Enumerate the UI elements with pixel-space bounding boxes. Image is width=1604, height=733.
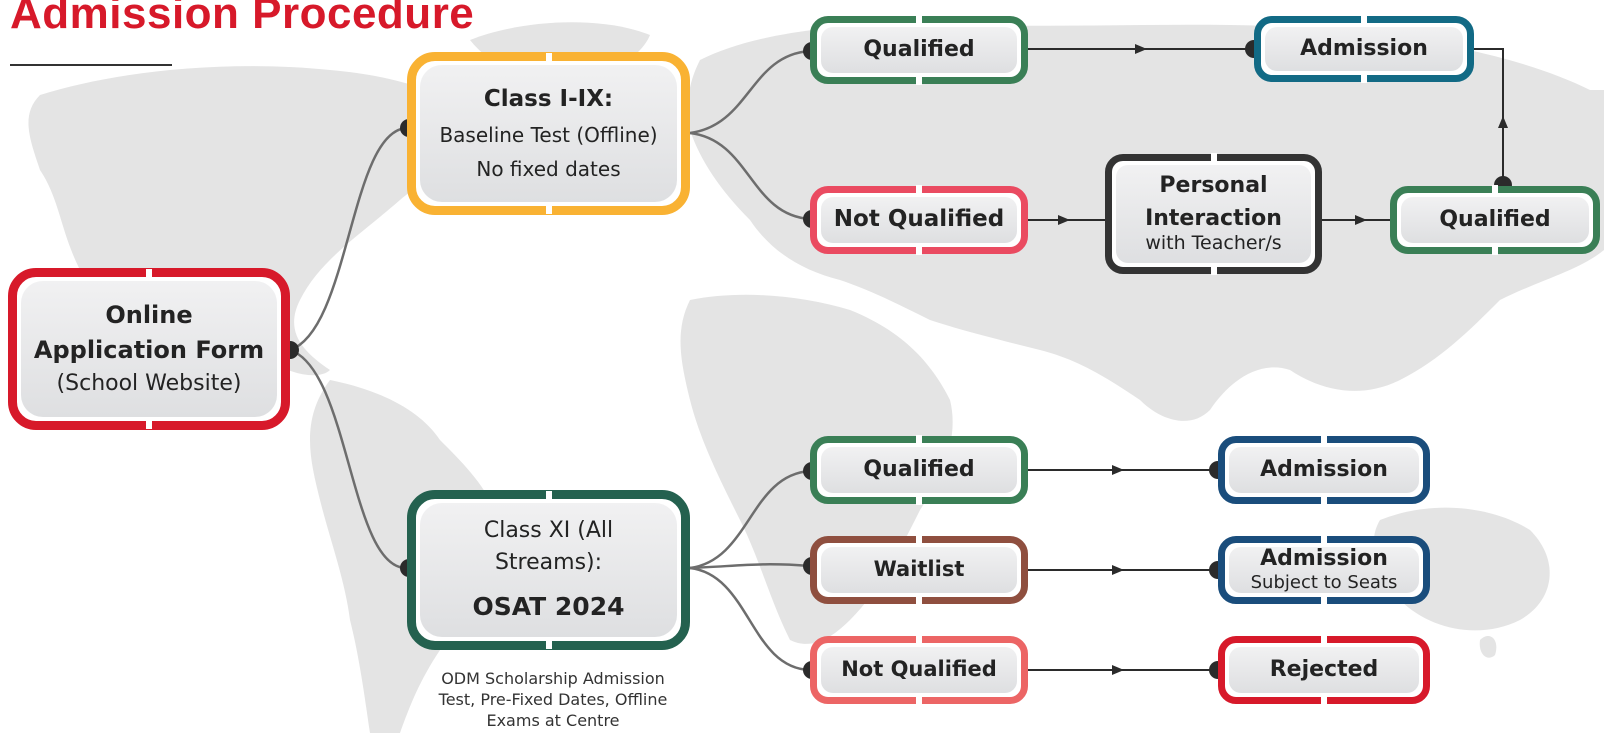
node-line-2: Baseline Test (Offline) — [439, 123, 658, 148]
node-line-1: Admission — [1260, 546, 1388, 572]
page-title: Admission Procedure — [10, 0, 475, 38]
caption-line-3: Exams at Centre — [486, 711, 620, 730]
node-label: Rejected — [1269, 656, 1379, 682]
caption-line-2: Test, Pre-Fixed Dates, Offline — [438, 690, 668, 709]
title-underline — [10, 64, 172, 66]
xi-admission-subject-to-seats-node: Admission Subject to Seats — [1218, 535, 1430, 605]
top-admission-node: Admission — [1254, 15, 1474, 83]
xi-admission-node: Admission — [1218, 435, 1430, 505]
node-label: Qualified — [863, 456, 975, 482]
xi-not-qualified-node: Not Qualified — [810, 635, 1028, 705]
top-not-qualified-node: Not Qualified — [810, 185, 1028, 255]
node-label: Qualified — [863, 36, 975, 62]
node-label: Qualified — [1439, 206, 1551, 232]
node-label: Admission — [1260, 456, 1388, 482]
node-line-3: with Teacher/s — [1145, 231, 1282, 254]
node-line-1: Class XI (All — [483, 517, 614, 543]
node-label: Not Qualified — [841, 657, 997, 682]
node-line-3: (School Website) — [56, 370, 242, 396]
class-11-node: Class XI (All Streams): OSAT 2024 — [407, 490, 690, 650]
node-label: Not Qualified — [833, 206, 1005, 233]
class-1-9-node: Class I-IX: Baseline Test (Offline) No f… — [407, 52, 690, 215]
node-line-3: No fixed dates — [476, 157, 621, 182]
node-line-2: Streams): — [494, 550, 603, 575]
node-label: Waitlist — [873, 557, 965, 582]
node-line-2: Application Form — [33, 335, 265, 364]
xi-rejected-node: Rejected — [1218, 635, 1430, 705]
top-qualified-node: Qualified — [810, 15, 1028, 85]
caption-line-1: ODM Scholarship Admission — [441, 669, 665, 688]
node-line-2: Subject to Seats — [1250, 572, 1398, 594]
node-line-3: OSAT 2024 — [472, 592, 625, 622]
node-label: Admission — [1300, 35, 1428, 61]
interaction-qualified-node: Qualified — [1390, 185, 1600, 255]
node-line-1: Class I-IX: — [483, 85, 614, 112]
node-line-1: Personal — [1159, 173, 1268, 199]
node-line-1: Online — [105, 301, 193, 329]
class-11-caption: ODM Scholarship Admission Test, Pre-Fixe… — [408, 668, 698, 731]
node-line-2: Interaction — [1145, 205, 1282, 231]
xi-waitlist-node: Waitlist — [810, 535, 1028, 605]
personal-interaction-node: Personal Interaction with Teacher/s — [1105, 153, 1322, 275]
online-application-form-node: Online Application Form (School Website) — [8, 268, 290, 430]
xi-qualified-node: Qualified — [810, 435, 1028, 505]
